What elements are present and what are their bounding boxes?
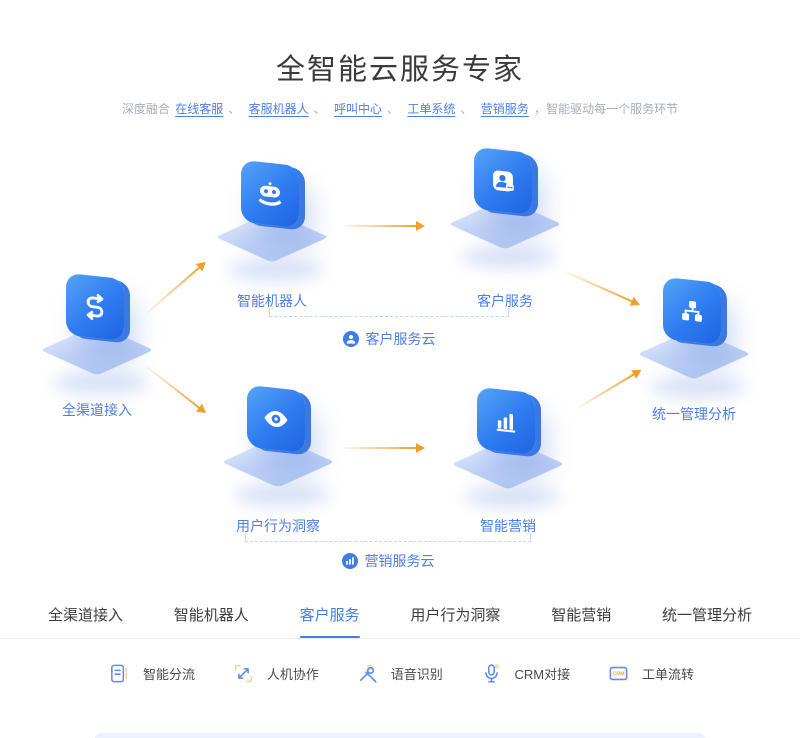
flow-arrow-robot-to-customer	[343, 221, 425, 231]
node-smart-robot: 智能机器人	[197, 159, 347, 323]
bar-chart-icon	[477, 386, 535, 456]
microphone-icon	[480, 662, 503, 685]
subtitle-separator: 、	[460, 102, 473, 116]
feature-label: 人机协作	[266, 667, 319, 682]
tab-unified-analytics[interactable]: 统一管理分析	[661, 607, 752, 624]
node-smart-marketing: 智能营销	[433, 386, 583, 550]
feature-human-machine-collaboration: 人机协作	[232, 662, 319, 685]
node-unified-analytics: 统一管理分析	[619, 276, 769, 440]
feature-label: 语音识别	[390, 667, 443, 682]
node-label: 客户服务	[477, 293, 533, 309]
tab-customer-service[interactable]: 客户服务	[300, 604, 360, 625]
subtitle-link-call-center[interactable]: 呼叫中心	[333, 102, 382, 116]
feature-list: 智能分流 人机协作 语音识别	[0, 662, 800, 685]
node-label: 用户行为洞察	[236, 518, 320, 534]
user-chat-icon	[474, 146, 532, 216]
feature-smart-routing: 智能分流	[108, 662, 195, 685]
flow-arrow-behavior-to-marketing	[343, 443, 425, 453]
platform-shadow	[461, 246, 557, 268]
subtitle-link-marketing-service[interactable]: 营销服务	[480, 102, 529, 116]
feature-tabs: 全渠道接入 智能机器人 客户服务 用户行为洞察 智能营销 统一管理分析	[0, 598, 800, 639]
shuffle-arrows-icon	[66, 272, 124, 342]
tab-smart-marketing[interactable]: 智能营销	[551, 607, 612, 624]
tabs-divider	[0, 638, 800, 639]
group-label-text: 客户服务云	[365, 331, 436, 347]
feature-crm-integration: CRM对接	[480, 662, 571, 685]
feature-ticket-flow: CRM 工单流转	[607, 662, 694, 685]
subtitle-link-online-service[interactable]: 在线客服	[175, 102, 224, 116]
subtitle-separator: 、	[313, 102, 326, 116]
platform-shadow	[53, 372, 149, 394]
chart-circle-icon	[341, 553, 358, 569]
platform-shadow	[234, 484, 330, 506]
voice-tools-icon	[356, 662, 379, 685]
feature-label: 工单流转	[641, 667, 694, 682]
feature-label: CRM对接	[514, 667, 571, 682]
subtitle-separator: 、	[387, 102, 400, 116]
feature-voice-recognition: 语音识别	[356, 662, 443, 685]
subtitle-separator: 、	[228, 102, 241, 116]
subtitle-link-ticket-system[interactable]: 工单系统	[407, 102, 456, 116]
diagonal-arrows-icon	[232, 662, 255, 685]
platform-shadow	[464, 486, 560, 508]
page-title: 全智能云服务专家	[275, 54, 524, 86]
tab-smart-robot[interactable]: 智能机器人	[173, 607, 249, 624]
crm-icon-text: CRM	[612, 672, 625, 678]
node-customer-service: 客户服务	[430, 146, 580, 310]
split-list-icon	[108, 662, 131, 685]
node-label: 智能营销	[480, 518, 536, 534]
subtitle-suffix: ，智能驱动每一个服务环节	[534, 102, 679, 116]
subtitle: 深度融合 在线客服、 客服机器人、 呼叫中心、 工单系统、 营销服务 ，智能驱动…	[0, 100, 800, 117]
feature-label: 智能分流	[143, 667, 196, 682]
subtitle-prefix: 深度融合	[121, 102, 170, 116]
next-section-edge	[95, 733, 705, 738]
robot-icon	[241, 159, 299, 229]
platform-shadow	[650, 376, 746, 398]
group-label-text: 营销服务云	[364, 553, 435, 569]
platform-shadow	[228, 259, 324, 281]
node-label: 统一管理分析	[652, 406, 736, 422]
ticket-card-icon: CRM	[607, 662, 630, 685]
node-omni-channel: 全渠道接入	[22, 272, 172, 436]
tab-user-behavior-insight[interactable]: 用户行为洞察	[410, 607, 501, 624]
tab-omni-channel[interactable]: 全渠道接入	[48, 607, 124, 624]
eye-icon	[247, 384, 305, 454]
user-circle-icon	[342, 331, 359, 347]
node-user-behavior-insight: 用户行为洞察	[203, 384, 353, 548]
node-label: 智能机器人	[237, 293, 307, 309]
group-bracket-marketing-cloud	[245, 529, 531, 542]
node-label: 全渠道接入	[62, 402, 132, 418]
group-bracket-customer-cloud	[269, 304, 509, 317]
subtitle-link-service-robot[interactable]: 客服机器人	[248, 102, 309, 116]
org-chart-icon	[663, 276, 721, 346]
group-label-marketing-cloud: 营销服务云	[245, 551, 531, 571]
group-label-customer-cloud: 客户服务云	[269, 329, 509, 349]
